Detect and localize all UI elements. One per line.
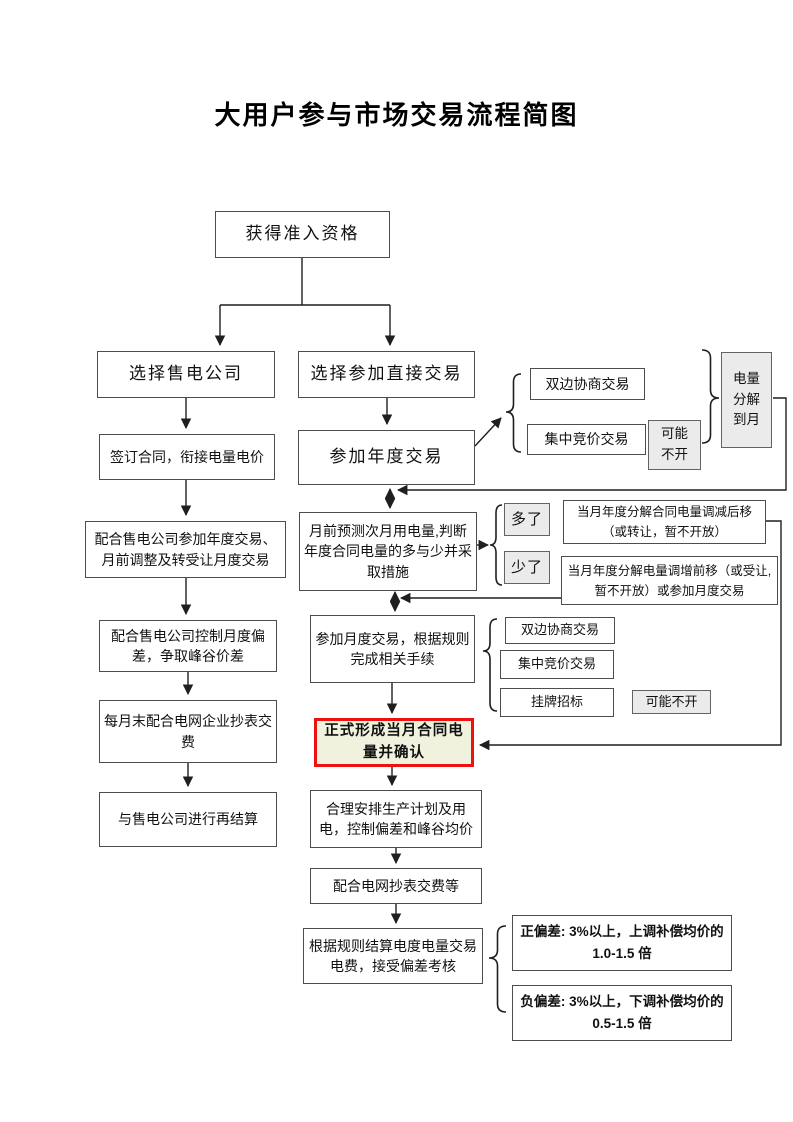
node-bilateral-2: 双边协商交易 <box>505 617 615 644</box>
node-coop-monthly: 配合售电公司控制月度偏差，争取峰谷价差 <box>99 620 277 672</box>
node-choose-direct: 选择参加直接交易 <box>298 351 475 398</box>
node-bilateral-1: 双边协商交易 <box>530 368 645 400</box>
node-monthly-trade: 参加月度交易，根据规则完成相关手续 <box>310 615 475 683</box>
connector-lines <box>180 258 787 1013</box>
node-bidding-2: 集中竞价交易 <box>500 650 614 679</box>
node-sign-contract: 签订合同，衔接电量电价 <box>99 434 275 480</box>
node-less-action: 当月年度分解电量调增前移（或受让,暂不开放）或参加月度交易 <box>561 556 778 605</box>
node-annual-trade: 参加年度交易 <box>298 430 475 485</box>
node-less: 少了 <box>504 551 550 584</box>
node-pos-deviation: 正偏差: 3%以上，上调补偿均价的 1.0-1.5 倍 <box>512 915 732 971</box>
node-meter-pay: 配合电网抄表交费等 <box>310 868 482 904</box>
page-title: 大用户参与市场交易流程简图 <box>214 100 579 130</box>
node-neg-deviation: 负偏差: 3%以上，下调补偿均价的 0.5-1.5 倍 <box>512 985 732 1041</box>
node-maybe-closed-1: 可能不开 <box>648 420 701 470</box>
node-coop-annual: 配合售电公司参加年度交易、月前调整及转受让月度交易 <box>85 521 286 578</box>
node-resettle: 与售电公司进行再结算 <box>99 792 277 847</box>
node-maybe-closed-2: 可能不开 <box>632 690 711 714</box>
node-decompose: 电量分解到月 <box>721 352 772 448</box>
node-choose-retail: 选择售电公司 <box>97 351 275 398</box>
node-meter-monthly: 每月末配合电网企业抄表交费 <box>99 700 277 763</box>
node-qualify: 获得准入资格 <box>215 211 390 258</box>
node-confirm: 正式形成当月合同电量并确认 <box>314 718 474 767</box>
node-listing: 挂牌招标 <box>500 688 614 717</box>
node-more-action: 当月年度分解合同电量调减后移（或转让，暂不开放） <box>563 500 766 544</box>
node-arrange: 合理安排生产计划及用电，控制偏差和峰谷均价 <box>310 790 482 848</box>
node-bidding-1: 集中竞价交易 <box>527 424 646 455</box>
node-more: 多了 <box>504 503 550 536</box>
node-forecast: 月前预测次月用电量,判断年度合同电量的多与少并采取措施 <box>299 512 477 591</box>
node-settle: 根据规则结算电度电量交易电费，接受偏差考核 <box>303 928 483 984</box>
